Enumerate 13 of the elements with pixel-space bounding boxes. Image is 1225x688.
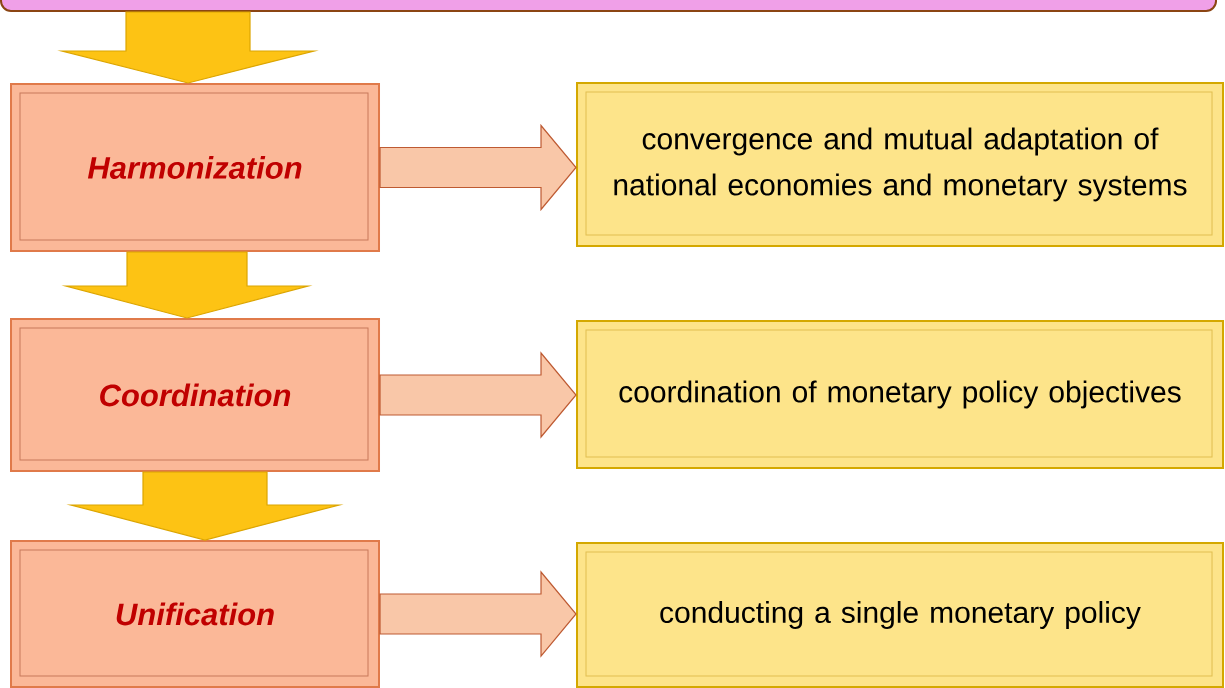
stage-box: Unification — [10, 540, 380, 688]
block-arrow — [379, 123, 577, 212]
banner-bar — [0, 0, 1217, 12]
stage-box: Coordination — [10, 318, 380, 472]
description-box: conducting a single monetary policy — [576, 542, 1224, 688]
block-arrow — [379, 570, 577, 658]
block-arrow — [379, 351, 577, 439]
description-box: coordination of monetary policy objectives — [576, 320, 1224, 469]
block-arrow — [57, 11, 319, 84]
description-box: convergence and mutual adaptation of national economies and monetary systems — [576, 82, 1224, 247]
stage-box: Harmonization — [10, 83, 380, 252]
block-arrow — [66, 471, 344, 541]
block-arrow — [61, 251, 313, 319]
